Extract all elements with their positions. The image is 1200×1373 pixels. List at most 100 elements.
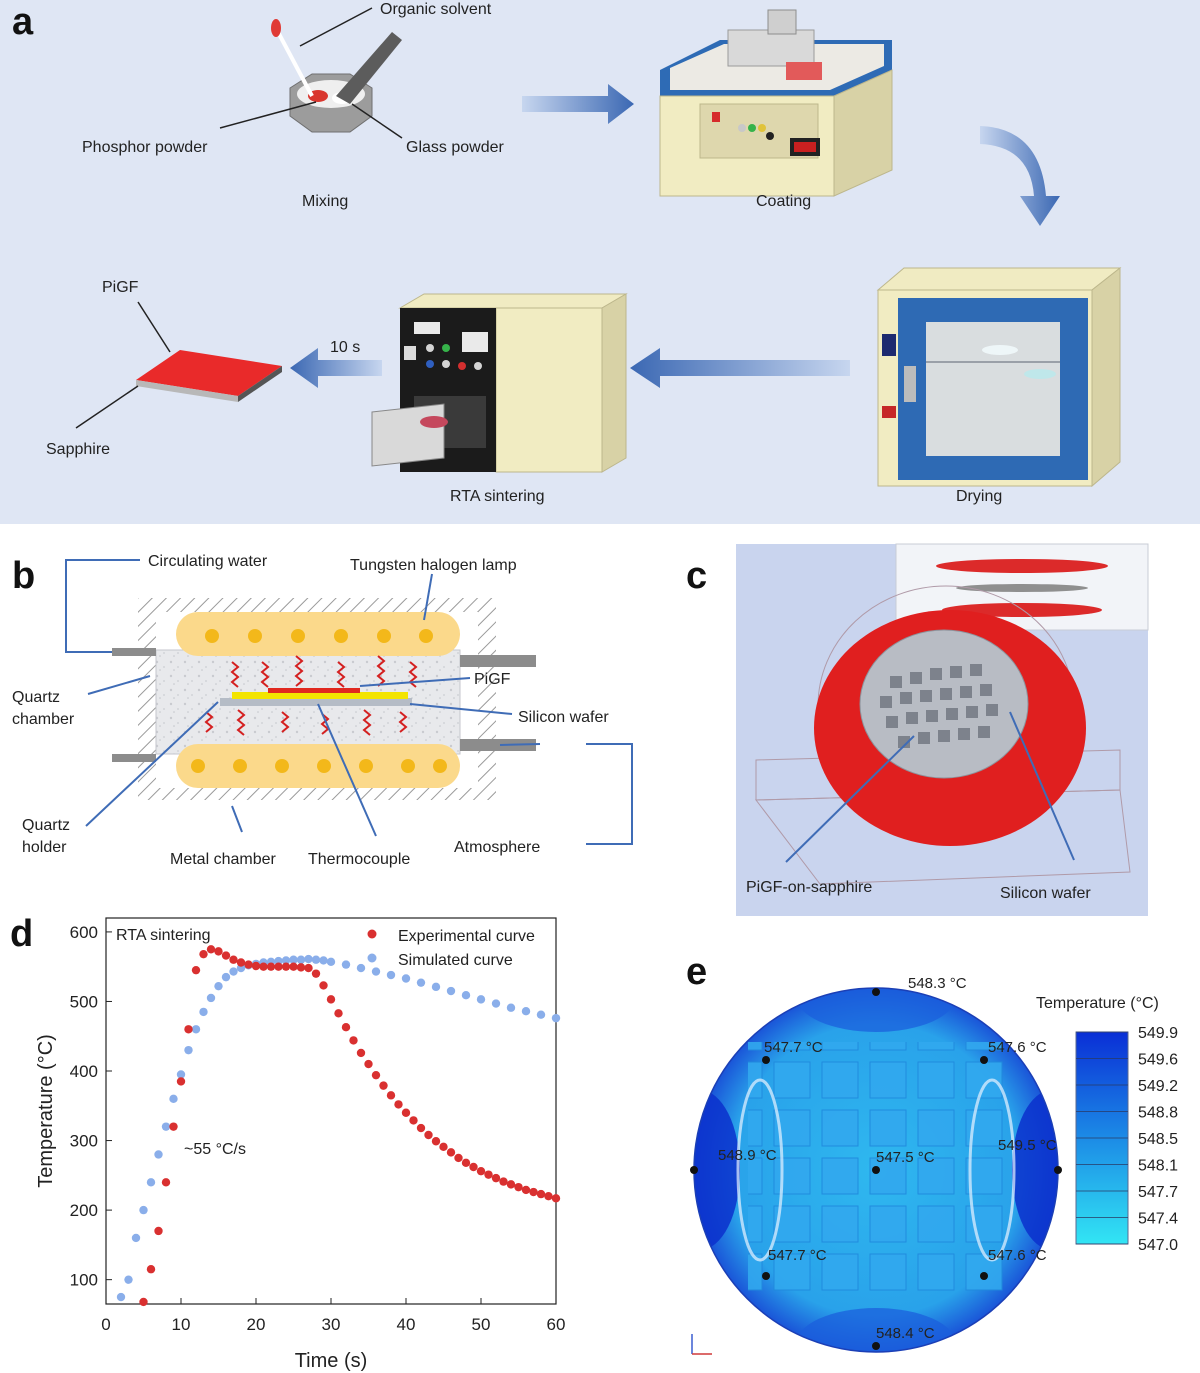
data-point — [364, 1059, 373, 1069]
data-point — [214, 947, 223, 956]
data-point — [349, 1036, 358, 1045]
x-tick-label: 50 — [472, 1315, 491, 1334]
lamp-icon — [205, 629, 219, 643]
x-tick-label: 10 — [172, 1315, 191, 1334]
panel-e: e 548.3 °C 547.7 °C 547.6 °C 548.9 °C 54… — [686, 951, 1178, 1355]
data-series — [116, 945, 561, 1307]
data-point — [146, 1178, 156, 1187]
data-point — [431, 982, 441, 992]
lamp-icon — [191, 759, 205, 773]
sapphire-layer — [232, 692, 408, 699]
quartz-chamber-label-line1: Quartz — [12, 689, 60, 706]
data-point — [454, 1153, 463, 1163]
data-point — [266, 962, 276, 971]
data-point — [184, 1045, 193, 1055]
legend-experimental: Experimental curve — [398, 928, 535, 945]
tungsten-halogen-lamp-label: Tungsten halogen lamp — [350, 557, 517, 574]
data-point — [199, 1007, 208, 1017]
y-tick-label: 500 — [70, 992, 98, 1011]
data-point — [514, 1182, 523, 1192]
colorbar-title: Temperature (°C) — [1036, 995, 1159, 1012]
metal-chamber-label: Metal chamber — [170, 851, 276, 868]
data-point — [214, 981, 223, 991]
data-point — [206, 993, 216, 1003]
data-point — [124, 1275, 133, 1284]
lamp-icon — [317, 759, 331, 773]
data-point — [506, 1180, 516, 1189]
data-point — [131, 1233, 141, 1243]
x-axis-label: Time (s) — [295, 1350, 368, 1372]
dropper-icon — [276, 31, 314, 97]
data-point — [499, 1177, 508, 1186]
silicon-wafer-label-c: Silicon wafer — [1000, 885, 1091, 902]
legend-simulated: Simulated curve — [398, 952, 513, 969]
temp-point-bottom: 548.4 °C — [876, 1325, 935, 1342]
data-point — [139, 1205, 148, 1215]
legend-marker-experimental — [367, 929, 377, 939]
x-tick-label: 30 — [322, 1315, 341, 1334]
lamp-icon — [401, 759, 415, 773]
data-point — [154, 1226, 163, 1236]
data-point — [319, 956, 328, 965]
temp-point-right: 549.5 °C — [998, 1137, 1057, 1154]
panel-c: c PiGF-on-sapphire Silicon wafer — [686, 543, 1149, 916]
data-point — [394, 1100, 403, 1109]
data-point — [334, 1009, 343, 1018]
temp-point-left: 548.9 °C — [718, 1147, 777, 1164]
y-tick-label: 300 — [70, 1132, 98, 1151]
temp-point-top: 548.3 °C — [908, 975, 967, 992]
colorbar-tick-label: 548.5 — [1138, 1131, 1178, 1148]
data-point — [544, 1191, 553, 1201]
colorbar-tick-label: 549.6 — [1138, 1052, 1178, 1069]
rta-sintering-annotation: RTA sintering — [116, 927, 211, 944]
data-point — [176, 1077, 186, 1086]
data-point — [169, 1122, 178, 1131]
lamp-icon — [377, 629, 391, 643]
rta-sintering-label: RTA sintering — [450, 488, 545, 505]
glass-powder-label: Glass powder — [406, 139, 504, 156]
circulating-water-label: Circulating water — [148, 553, 268, 570]
data-point — [551, 1013, 561, 1023]
data-point — [491, 1173, 501, 1183]
data-point — [139, 1297, 148, 1307]
data-point — [341, 1022, 351, 1032]
panel-b-letter: b — [12, 555, 35, 597]
data-point — [251, 961, 261, 971]
panel-e-letter: e — [686, 951, 707, 993]
data-point — [296, 955, 306, 964]
data-point — [206, 945, 216, 954]
temp-point-lower-right: 547.6 °C — [988, 1247, 1047, 1264]
temp-point-center: 547.5 °C — [876, 1149, 935, 1166]
drying-label: Drying — [956, 488, 1002, 505]
quartz-holder-label-line2: holder — [22, 839, 67, 856]
data-point — [356, 963, 366, 973]
data-point — [476, 995, 486, 1004]
time-10s-label: 10 s — [330, 339, 360, 356]
panel-b: b — [12, 553, 633, 868]
lamp-icon — [433, 759, 447, 773]
data-point — [409, 1116, 418, 1125]
silicon-wafer-shape — [220, 698, 412, 706]
mixing-label: Mixing — [302, 193, 348, 210]
data-point — [476, 1166, 486, 1176]
data-point — [176, 1070, 186, 1079]
data-point — [319, 981, 328, 990]
data-point — [326, 995, 336, 1004]
data-point — [431, 1137, 441, 1146]
data-point — [551, 1194, 561, 1203]
data-point — [416, 978, 426, 987]
colorbar-tick-label: 549.2 — [1138, 1078, 1178, 1095]
data-point — [326, 957, 336, 967]
lamp-row-bottom — [176, 744, 460, 788]
colorbar-tick-label: 549.9 — [1138, 1025, 1178, 1042]
pestle-icon — [336, 32, 402, 104]
data-point — [281, 956, 291, 965]
data-point — [229, 967, 238, 976]
temp-point-upper-left: 547.7 °C — [764, 1039, 823, 1056]
panel-a: a Organic solvent Phosphor powder Glass … — [0, 0, 1200, 524]
colorbar-tick-label: 548.8 — [1138, 1105, 1178, 1122]
panel-d-letter: d — [10, 913, 33, 955]
x-tick-label: 20 — [247, 1315, 266, 1334]
